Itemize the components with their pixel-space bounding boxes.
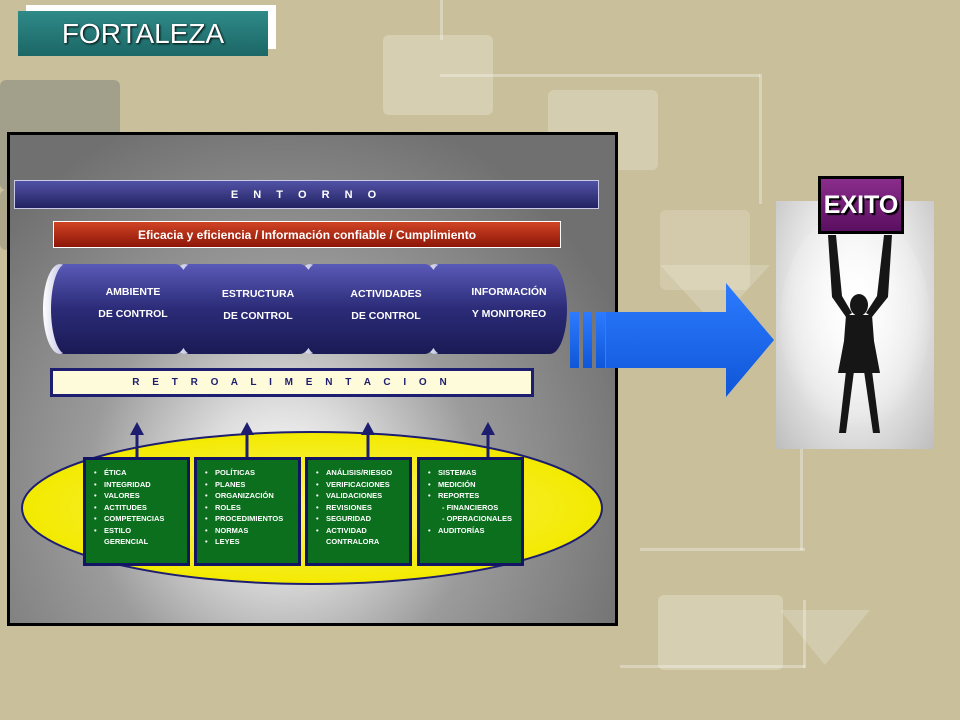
list-item: VALORES bbox=[94, 490, 183, 502]
component-label-ambiente: AMBIENTE DE CONTROL bbox=[78, 281, 188, 325]
background-arrow-shape bbox=[780, 610, 870, 665]
background-line bbox=[440, 0, 443, 40]
list-item: - OPERACIONALES bbox=[442, 514, 513, 523]
list-item: SEGURIDAD bbox=[316, 513, 405, 525]
list-item: REVISIONES bbox=[316, 502, 405, 514]
cylinder-ambiente bbox=[43, 264, 192, 354]
background-block bbox=[660, 210, 750, 290]
list-item: NORMAS bbox=[205, 525, 294, 537]
list-item: ORGANIZACIÓN bbox=[205, 490, 294, 502]
success-figure-card bbox=[776, 201, 934, 449]
list-item: PROCEDIMIENTOS bbox=[205, 513, 294, 525]
success-figure-icon bbox=[780, 211, 930, 433]
list-item: COMPETENCIAS bbox=[94, 513, 183, 525]
box-actividades: ANÁLISIS/RIESGO VERIFICACIONES VALIDACIO… bbox=[305, 457, 412, 566]
arrow-stripe bbox=[583, 312, 592, 368]
list-item: PLANES bbox=[205, 479, 294, 491]
box-ambiente: ÉTICA INTEGRIDAD VALORES ACTITUDES COMPE… bbox=[83, 457, 190, 566]
feedback-arrow bbox=[361, 422, 375, 457]
feedback-arrow bbox=[481, 422, 495, 457]
list-item: AUDITORÍAS bbox=[428, 525, 517, 537]
component-label-actividades: ACTIVIDADES DE CONTROL bbox=[331, 283, 441, 327]
component-label-line: INFORMACIÓN bbox=[471, 286, 547, 298]
entorno-bar: E N T O R N O bbox=[14, 180, 599, 209]
component-label-line: AMBIENTE bbox=[105, 286, 161, 298]
feedback-arrow bbox=[130, 422, 144, 457]
page-title: FORTALEZA bbox=[18, 11, 268, 56]
list-item: SISTEMAS bbox=[428, 467, 517, 479]
component-label-line: DE CONTROL bbox=[98, 308, 168, 320]
background-block bbox=[383, 35, 493, 115]
exito-sign: EXITO bbox=[818, 176, 904, 234]
background-block bbox=[658, 595, 783, 670]
component-label-line: DE CONTROL bbox=[223, 310, 293, 322]
list-item: ÉTICA bbox=[94, 467, 183, 479]
box-estructura: POLÍTICAS PLANES ORGANIZACIÓN ROLES PROC… bbox=[194, 457, 301, 566]
result-arrow bbox=[570, 283, 774, 397]
component-label-informacion: INFORMACIÓN Y MONITOREO bbox=[454, 281, 564, 325]
list-item: ANÁLISIS/RIESGO bbox=[316, 467, 405, 479]
background-line bbox=[759, 74, 762, 204]
list-item: GERENCIAL bbox=[104, 537, 149, 546]
component-label-line: Y MONITOREO bbox=[471, 308, 547, 320]
component-label-line: ESTRUCTURA bbox=[221, 288, 295, 300]
background-line bbox=[640, 548, 805, 551]
arrow-stripe bbox=[596, 312, 605, 368]
list-item: VERIFICACIONES bbox=[316, 479, 405, 491]
list-item: INTEGRIDAD bbox=[94, 479, 183, 491]
background-line bbox=[440, 74, 760, 77]
component-label-line: ACTIVIDADES bbox=[350, 288, 422, 300]
list-item: ROLES bbox=[205, 502, 294, 514]
background-line bbox=[800, 440, 803, 550]
background-arrow-shape bbox=[660, 265, 770, 325]
list-item: - FINANCIEROS bbox=[442, 502, 499, 512]
box-list: POLÍTICAS PLANES ORGANIZACIÓN ROLES PROC… bbox=[205, 467, 294, 548]
box-list: SISTEMAS MEDICIÓN REPORTES - FINANCIEROS… bbox=[428, 467, 517, 536]
arrow-stripe bbox=[570, 312, 579, 368]
list-item: ACTITUDES bbox=[94, 502, 183, 514]
coso-framework-panel: E N T O R N O Eficacia y eficiencia / In… bbox=[7, 132, 618, 626]
background-line bbox=[803, 600, 806, 668]
component-label-estructura: ESTRUCTURA DE CONTROL bbox=[203, 283, 313, 327]
list-item: ACTIVIDAD bbox=[316, 525, 405, 537]
arrow-body bbox=[606, 283, 774, 397]
objectives-bar: Eficacia y eficiencia / Información conf… bbox=[53, 221, 561, 248]
list-item: VALIDACIONES bbox=[316, 490, 405, 502]
list-item: MEDICIÓN bbox=[428, 479, 517, 491]
list-item: ESTILO bbox=[94, 525, 183, 537]
list-item: POLÍTICAS bbox=[205, 467, 294, 479]
background-line bbox=[620, 665, 805, 668]
feedback-bar: R E T R O A L I M E N T A C I O N bbox=[50, 368, 534, 397]
list-item: LEYES bbox=[205, 536, 294, 548]
list-item: CONTRALORA bbox=[326, 537, 380, 546]
box-list: ANÁLISIS/RIESGO VERIFICACIONES VALIDACIO… bbox=[316, 467, 405, 548]
feedback-arrow bbox=[240, 422, 254, 457]
component-label-line: DE CONTROL bbox=[351, 310, 421, 322]
box-informacion: SISTEMAS MEDICIÓN REPORTES - FINANCIEROS… bbox=[417, 457, 524, 566]
box-list: ÉTICA INTEGRIDAD VALORES ACTITUDES COMPE… bbox=[94, 467, 183, 548]
list-item: REPORTES bbox=[428, 490, 517, 502]
